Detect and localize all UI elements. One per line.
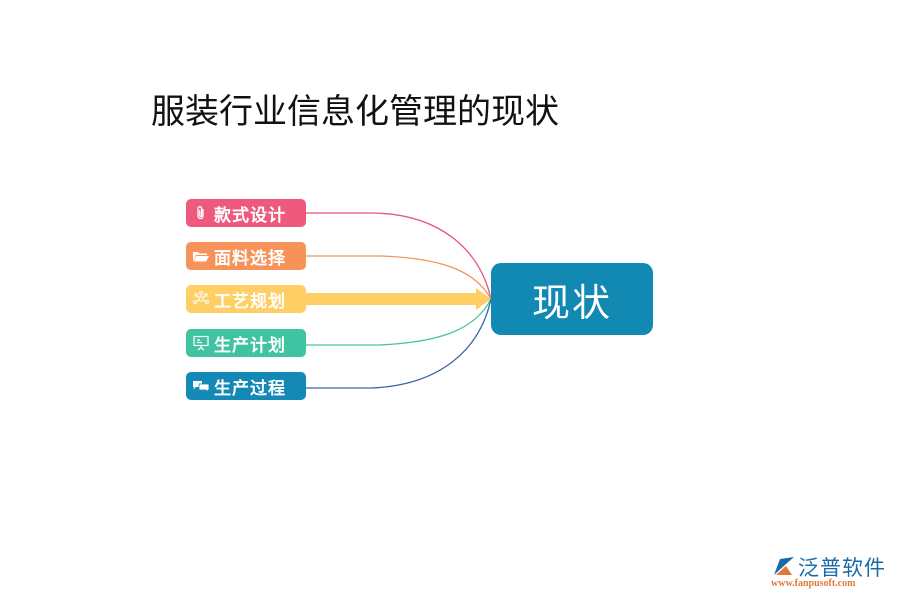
brand-logo: 泛普软件 www.fanpusoft.com [768,552,898,592]
link-shengchanguocheng [306,298,492,389]
link-shengchanjihua [306,298,492,346]
central-node[interactable]: 现状 [491,263,653,335]
brand-name: 泛普软件 [798,556,886,580]
chat-bubbles-icon [192,377,210,395]
branch-node-mianliao[interactable]: 面料选择 [186,242,306,270]
branch-label: 款式设计 [214,205,286,226]
branch-label: 生产计划 [214,335,286,356]
link-mianliao [306,255,492,300]
branch-label: 工艺规划 [214,291,286,312]
brand-url: www.fanpusoft.com [771,578,856,589]
fanpu-logo-icon [772,555,796,581]
page-title: 服装行业信息化管理的现状 [151,92,559,132]
folder-icon [192,247,210,265]
network-icon [192,290,210,308]
paperclip-icon [192,204,210,222]
branch-label: 生产过程 [214,378,286,399]
branch-node-shengchanguocheng[interactable]: 生产过程 [186,372,306,400]
link-kuanshi [306,212,492,300]
presentation-board-icon [192,334,210,352]
branch-node-kuanshi[interactable]: 款式设计 [186,199,306,227]
central-node-label: 现状 [531,280,612,325]
branch-label: 面料选择 [214,248,286,269]
link-gongyi-arrow [306,288,491,310]
branch-node-gongyi[interactable]: 工艺规划 [186,285,306,313]
branch-node-shengchanjihua[interactable]: 生产计划 [186,329,306,357]
